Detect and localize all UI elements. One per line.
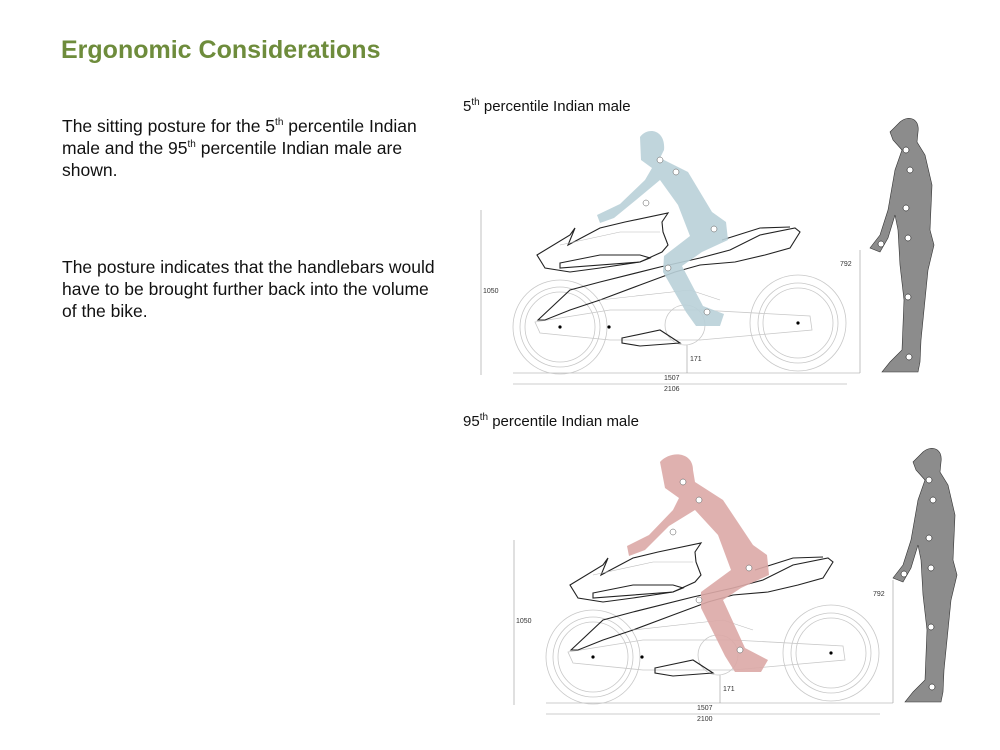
joint-markers <box>669 478 753 654</box>
text: percentile Indian male <box>479 98 631 115</box>
figure-5th-percentile: 1050 792 171 1507 2106 <box>480 118 935 393</box>
page-title: Ergonomic Considerations <box>61 36 381 64</box>
dim-wheelbase: 1507 <box>697 705 713 712</box>
text: The sitting posture for the 5 <box>62 116 276 136</box>
dim-standing: 792 <box>873 591 885 598</box>
dim-ground: 171 <box>690 356 702 363</box>
dim-length: 2106 <box>664 386 680 393</box>
seated-rider-5th <box>597 130 728 326</box>
figure-caption-5th: 5th percentile Indian male <box>463 97 631 116</box>
dim-length: 2100 <box>697 716 713 723</box>
text: 95 <box>463 413 480 430</box>
dim-height: 1050 <box>516 618 532 625</box>
text: 5 <box>463 98 472 115</box>
posture-conclusion: The posture indicates that the handlebar… <box>62 257 435 321</box>
standing-figure <box>869 118 935 373</box>
dim-wheelbase: 1507 <box>664 375 680 382</box>
superscript: th <box>471 97 480 108</box>
text: percentile Indian male are shown. <box>62 138 403 180</box>
text: percentile Indian male and the 95 <box>62 116 417 158</box>
motorcycle-drawing <box>513 539 894 715</box>
text: percentile Indian male <box>488 413 639 430</box>
superscript: th <box>187 139 196 151</box>
joint-markers <box>642 156 718 316</box>
dim-ground: 171 <box>723 686 735 693</box>
superscript: th <box>275 117 284 129</box>
dim-standing: 792 <box>840 261 852 268</box>
standing-figure <box>892 448 958 703</box>
figure-95th-percentile: 1050 792 171 1507 2100 <box>513 448 958 723</box>
dim-height: 1050 <box>483 288 499 295</box>
posture-description: The sitting posture for the 5th percenti… <box>62 115 442 181</box>
figure-caption-95th: 95th percentile Indian male <box>463 412 639 431</box>
superscript: th <box>479 412 489 423</box>
motorcycle-drawing <box>480 209 861 385</box>
